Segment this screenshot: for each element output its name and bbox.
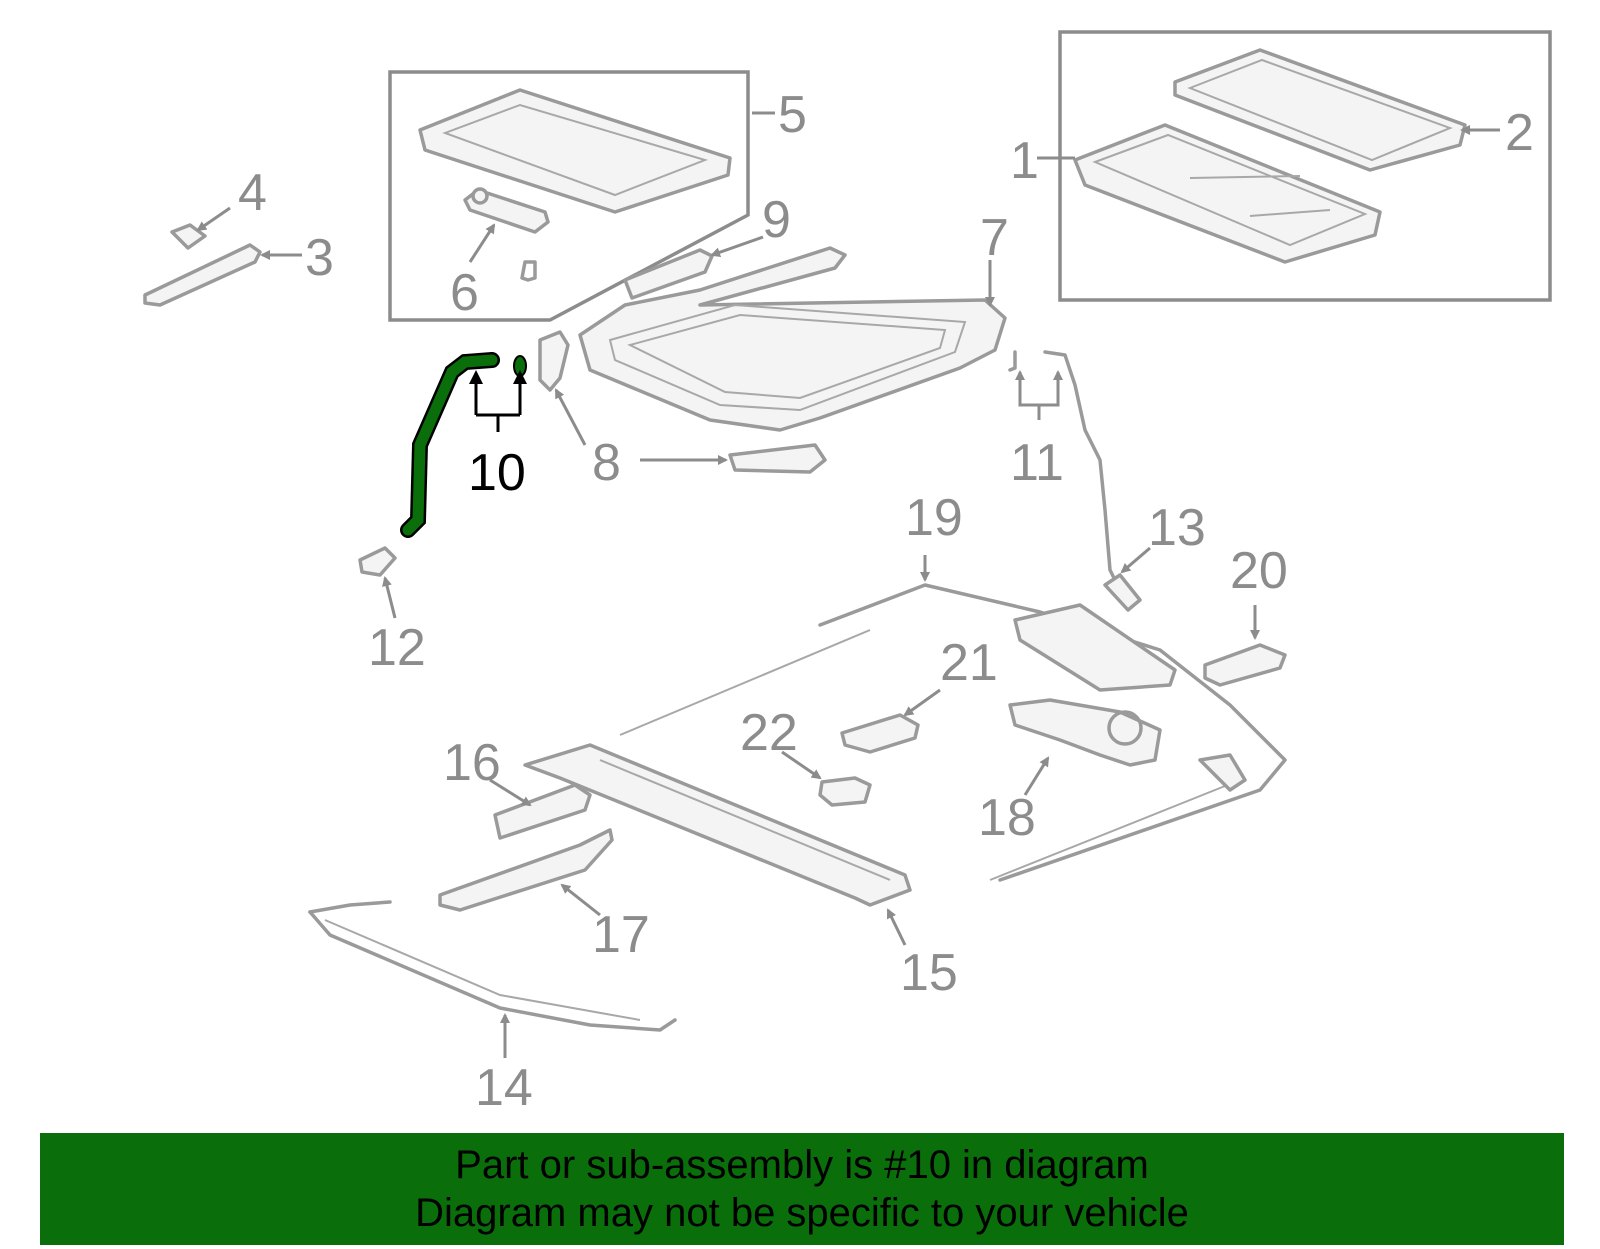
callout-labels: 1 2 3 4 5 6 7 8 9 10 11 12 13 14 15 16 1… — [238, 86, 1534, 1117]
callout-16: 16 — [443, 734, 501, 792]
callout-17: 17 — [592, 906, 650, 964]
elbow-part-13 — [1103, 573, 1142, 612]
glass-seal-part — [1173, 48, 1467, 172]
callout-5: 5 — [778, 86, 807, 144]
callout-14: 14 — [475, 1059, 533, 1117]
callout-15: 15 — [900, 944, 958, 1002]
guide-part-16 — [493, 783, 592, 840]
leader-part-10 — [469, 370, 527, 432]
guide-part-17 — [438, 828, 614, 912]
drain-hose-part-11 — [1008, 350, 1127, 602]
callout-6: 6 — [450, 264, 479, 322]
inset-box-sunshade — [388, 70, 750, 322]
elbow-part-12 — [358, 546, 397, 577]
callout-12: 12 — [368, 619, 426, 677]
callout-3: 3 — [305, 229, 334, 287]
part-info-banner: Part or sub-assembly is #10 in diagram D… — [40, 1133, 1564, 1245]
callout-9: 9 — [762, 191, 791, 249]
clip-part — [520, 260, 537, 282]
deflector-part-3 — [143, 223, 262, 307]
bracket-part-22 — [818, 776, 872, 807]
callout-22: 22 — [740, 704, 798, 762]
callout-19: 19 — [905, 489, 963, 547]
sunroof-frame-part-7 — [538, 246, 1007, 474]
callout-13: 13 — [1148, 499, 1206, 557]
frame-part-9 — [623, 248, 714, 300]
banner-line-1: Part or sub-assembly is #10 in diagram — [455, 1143, 1149, 1187]
banner-line-2: Diagram may not be specific to your vehi… — [415, 1191, 1189, 1235]
glass-assembly-inset — [1058, 30, 1552, 302]
rail-part-15 — [523, 743, 912, 907]
callout-11: 11 — [1010, 434, 1064, 492]
motor-part-18 — [1008, 698, 1162, 767]
callout-4: 4 — [238, 164, 267, 222]
bracket-part-21 — [840, 713, 920, 754]
callout-10: 10 — [468, 444, 526, 502]
drain-hose-part-10 — [400, 352, 527, 538]
callout-8: 8 — [592, 434, 621, 492]
motor-bracket — [1013, 603, 1177, 692]
callout-7: 7 — [980, 209, 1009, 267]
frame-part-14 — [308, 900, 677, 1032]
callout-1: 1 — [1010, 132, 1039, 190]
drive-cable-part-19 — [619, 583, 1287, 882]
callout-2: 2 — [1505, 104, 1534, 162]
bracket-part-20 — [1203, 643, 1287, 687]
inset-box-glass — [1058, 30, 1552, 302]
callout-21: 21 — [940, 634, 998, 692]
callout-20: 20 — [1230, 542, 1288, 600]
leader-lines — [196, 111, 1500, 1058]
callout-18: 18 — [978, 789, 1036, 847]
sunshade-part — [418, 88, 732, 214]
frame-part-8-bottom — [728, 443, 827, 474]
glass-panel-part — [1073, 123, 1382, 264]
frame-part-8-left — [538, 330, 570, 392]
sunshade-inset — [388, 70, 750, 322]
